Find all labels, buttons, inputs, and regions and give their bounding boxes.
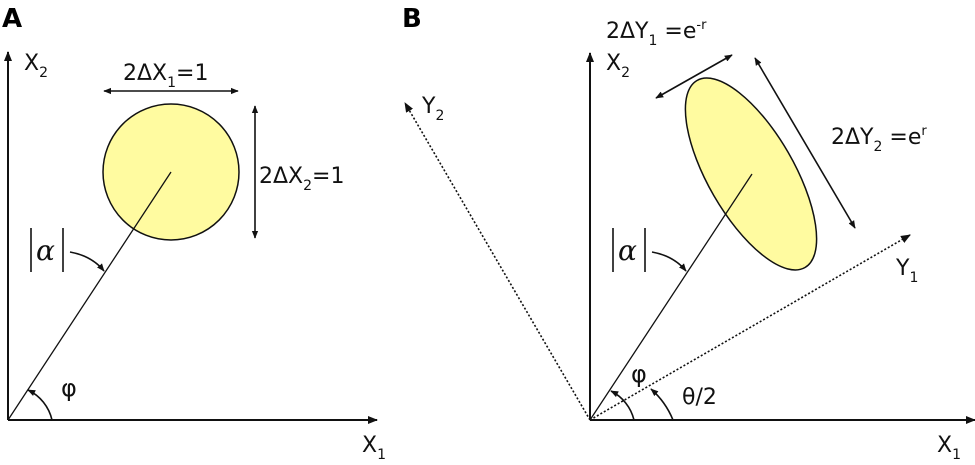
y1-rotated-axis [589,234,911,421]
amplitude-label: α [618,234,637,267]
rotation-angle-arc [650,388,674,421]
minor-axis-label: 2ΔY1 =e-r [606,18,707,49]
panel-b: B X2 X1 Y2 Y1 2ΔY1 =e-r 2ΔY2 =er α φ θ/2 [402,4,975,463]
x2-axis-label: X2 [606,51,630,81]
major-axis-double-arrow [754,57,856,229]
x1-axis-label: X1 [937,433,961,463]
panel-a: A X2 X1 2ΔX1=1 2ΔX2=1 α φ [2,4,386,463]
squeezed-state-ellipse [684,77,818,271]
width-label: 2ΔX1=1 [123,61,208,91]
major-axis-label: 2ΔY2 =er [831,124,927,155]
panel-a-label: A [2,4,22,34]
amplitude-vector [7,171,172,421]
amplitude-pointer-arrow [651,251,687,272]
phase-label: φ [631,360,647,388]
y1-axis-label: Y1 [895,256,918,286]
height-label: 2ΔX2=1 [259,164,344,194]
panel-b-label: B [402,4,422,34]
amplitude-vector [589,173,753,421]
phase-label: φ [61,374,77,402]
phase-angle-arc [610,390,635,421]
y2-rotated-axis [404,102,591,421]
y2-axis-label: Y2 [421,94,444,124]
amplitude-label: α [36,234,55,267]
phase-angle-arc [27,389,53,421]
amplitude-pointer-arrow [69,251,105,272]
rotation-label: θ/2 [682,385,717,410]
minor-axis-double-arrow [655,54,733,99]
x2-axis-label: X2 [24,51,48,81]
x1-axis-label: X1 [362,433,386,463]
